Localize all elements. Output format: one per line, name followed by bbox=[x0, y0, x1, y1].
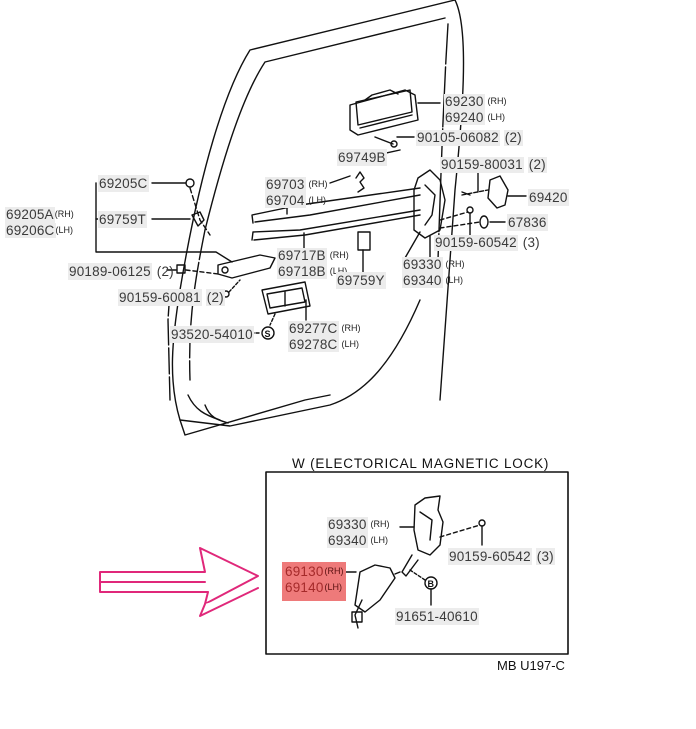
part-number: 69749B bbox=[337, 149, 387, 166]
quantity: (2) bbox=[503, 130, 523, 146]
part-number: 69330 bbox=[402, 257, 443, 273]
detail-box bbox=[265, 471, 569, 655]
label-clip-y: 69759Y bbox=[336, 272, 386, 289]
part-number: 69704 bbox=[265, 192, 306, 208]
part-number: 69140 bbox=[285, 579, 324, 595]
side-tag: (RH) bbox=[308, 179, 328, 190]
dashed-line bbox=[439, 221, 481, 229]
side-tag: (LH) bbox=[308, 194, 327, 205]
label-control-assy: 69205A(RH) 69206C(LH) bbox=[5, 207, 74, 238]
label-lock-screw: 90159-60542 (3) bbox=[434, 235, 541, 251]
label-lock-assy: 69330(RH) 69340(LH) bbox=[402, 257, 465, 288]
clip-y-drawing bbox=[357, 231, 371, 251]
quantity: (3) bbox=[535, 548, 555, 565]
label-outside-handle: 69230(RH) 69240(LH) bbox=[444, 94, 507, 125]
part-number: 93520-54010 bbox=[170, 326, 254, 343]
part-number: 69278C bbox=[288, 336, 339, 352]
label-screw-s: 93520-54010 bbox=[170, 326, 254, 343]
label-striker: 69420 bbox=[528, 189, 569, 206]
label-detail-lock-assy: 69330(RH) 69340(LH) bbox=[327, 517, 390, 548]
side-tag: (RH) bbox=[341, 323, 361, 334]
label-detail-lock-screw: 90159-60542(3) bbox=[448, 548, 555, 565]
part-number: 69330 bbox=[327, 517, 368, 533]
spacer-drawing bbox=[479, 215, 489, 229]
part-number: 69206C bbox=[5, 222, 56, 238]
side-tag: (LH) bbox=[487, 111, 506, 122]
detail-lock-drawing bbox=[399, 495, 486, 577]
part-number: 69759T bbox=[98, 211, 147, 228]
part-number: 90105-06082 bbox=[416, 130, 500, 146]
label-handle-screw: 90105-06082(2) bbox=[416, 130, 523, 146]
side-tag: (RH) bbox=[370, 519, 390, 530]
screw-head bbox=[466, 206, 474, 214]
side-tag: (RH) bbox=[54, 209, 74, 220]
part-number: 69230 bbox=[444, 94, 485, 110]
door-outline bbox=[171, 0, 465, 436]
clip-drawing bbox=[355, 171, 365, 193]
quantity: (2) bbox=[156, 264, 174, 279]
side-tag: (LH) bbox=[370, 534, 389, 545]
side-tag: (LH) bbox=[445, 274, 464, 285]
part-number: 69718B bbox=[277, 263, 327, 279]
side-tag: (RH) bbox=[487, 96, 507, 107]
part-number: 69340 bbox=[327, 532, 368, 548]
highlight-arrow-icon bbox=[99, 547, 259, 617]
leader-line bbox=[329, 175, 351, 184]
quantity: (2) bbox=[527, 157, 547, 173]
screw-b-symbol: B bbox=[428, 579, 435, 589]
side-tag: (RH) bbox=[329, 250, 349, 261]
label-spacer: 67836 bbox=[507, 214, 548, 231]
part-number: 69130 bbox=[285, 564, 324, 579]
screw-s-symbol: S bbox=[265, 329, 271, 339]
part-number: 69240 bbox=[444, 109, 485, 125]
label-clip-c: 69205C bbox=[98, 175, 149, 192]
label-screw-b: 91651-40610 bbox=[395, 608, 479, 625]
quantity: (2) bbox=[205, 289, 225, 306]
label-rod-upper: 69703(RH) 69704(LH) bbox=[265, 177, 328, 208]
side-tag: (LH) bbox=[55, 224, 74, 235]
label-control-screw: 90159-60081(2) bbox=[118, 289, 225, 306]
label-motor-assy-highlighted: 69130(RH) 69140(LH) bbox=[282, 562, 346, 601]
part-number: 90159-60081 bbox=[118, 289, 202, 306]
part-number: 67836 bbox=[507, 214, 548, 231]
side-tag: (LH) bbox=[324, 581, 343, 592]
part-number: 69717B bbox=[277, 248, 327, 264]
part-number: 90159-80031 bbox=[440, 157, 524, 173]
side-tag: (RH) bbox=[445, 259, 465, 270]
quantity: (3) bbox=[522, 235, 540, 250]
side-tag: (LH) bbox=[341, 338, 360, 349]
side-tag: (LH) bbox=[329, 265, 348, 276]
control-bracket-lines bbox=[95, 178, 233, 263]
part-number: 90189-06125 bbox=[68, 263, 152, 280]
label-nut: 90189-06125 (2) bbox=[68, 263, 175, 280]
label-clip-t: 69759T bbox=[98, 211, 147, 228]
part-number: 90159-60542 bbox=[434, 235, 518, 251]
label-inside-handle: 69277C(RH) 69278C(LH) bbox=[288, 321, 361, 352]
label-rod-lower: 69717B(RH) 69718B(LH) bbox=[277, 248, 349, 279]
side-tag: (RH) bbox=[324, 566, 344, 577]
part-number: 69205A bbox=[5, 207, 55, 223]
motor-drawing: B bbox=[339, 564, 438, 629]
label-striker-screw: 90159-80031(2) bbox=[440, 157, 547, 173]
door-lock-drawing bbox=[404, 169, 446, 259]
figure-code: MB U197-C bbox=[497, 658, 565, 673]
label-clip-b: 69749B bbox=[337, 149, 387, 166]
part-number: 90159-60542 bbox=[448, 548, 532, 565]
striker-drawing bbox=[461, 166, 527, 209]
part-number: 69703 bbox=[265, 177, 306, 193]
screw-drawing bbox=[439, 211, 469, 221]
part-number: 69340 bbox=[402, 272, 443, 288]
inside-handle-drawing: S bbox=[245, 281, 311, 340]
part-number: 91651-40610 bbox=[395, 608, 479, 625]
rod-drawings bbox=[251, 187, 421, 249]
part-number: 69205C bbox=[98, 175, 149, 192]
part-number: 69277C bbox=[288, 321, 339, 337]
part-number: 69420 bbox=[528, 189, 569, 206]
detail-box-title: W (ELECTORICAL MAGNETIC LOCK) bbox=[292, 456, 550, 471]
outside-handle-drawing bbox=[349, 89, 419, 148]
part-number: 69759Y bbox=[336, 272, 386, 289]
